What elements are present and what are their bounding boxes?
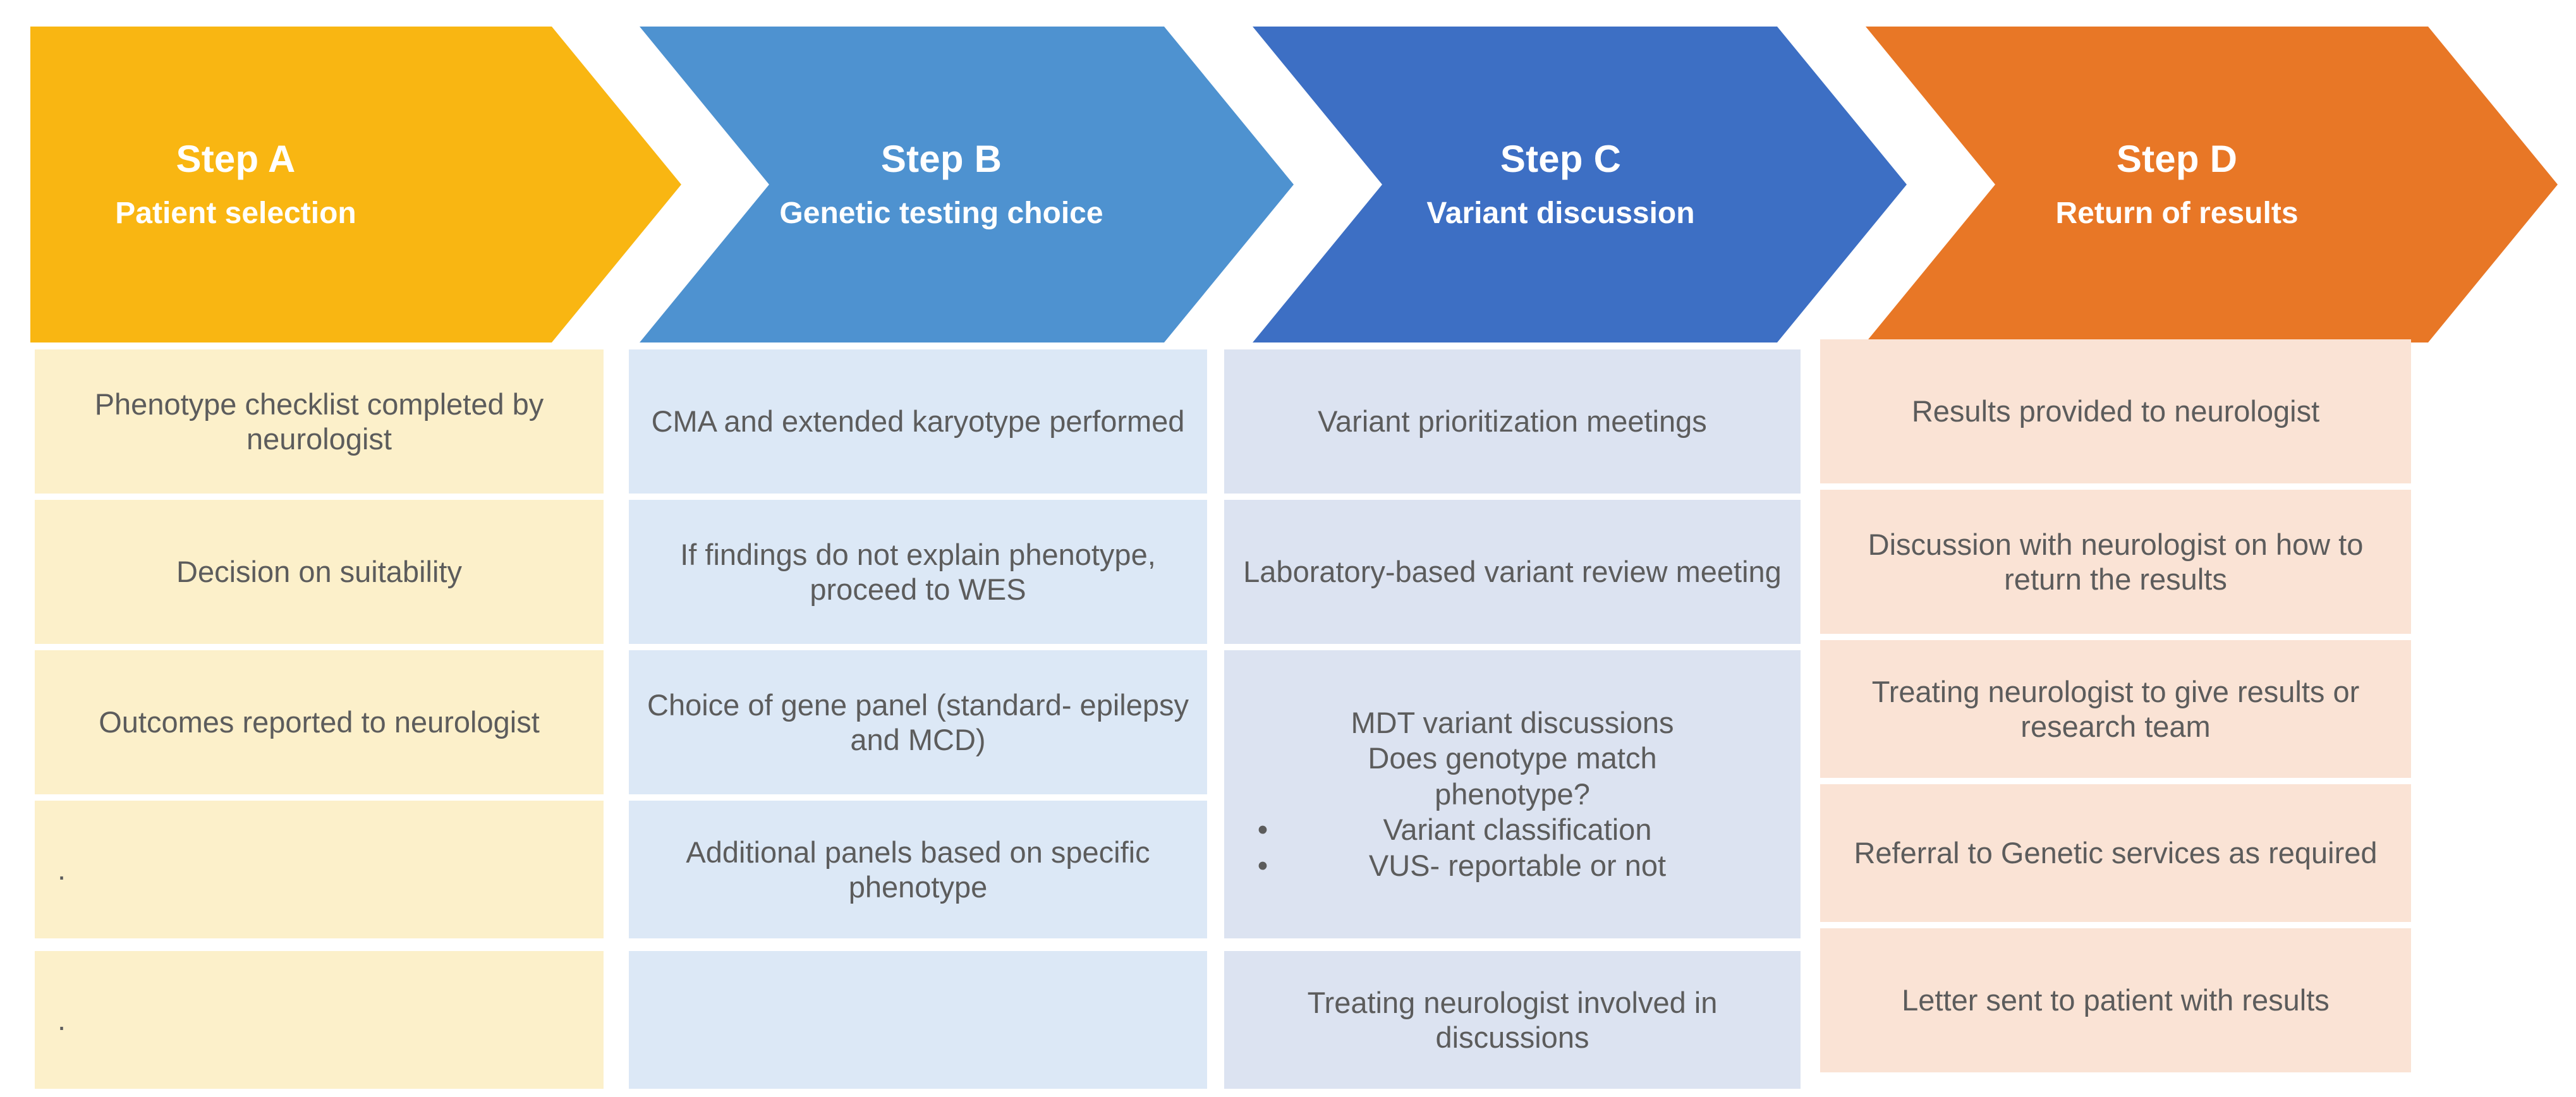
step-chevron-band: Step A Patient selection Step B Genetic … (0, 27, 2576, 342)
bullet-icon: • (1257, 813, 1268, 847)
step-chevron-b[interactable]: Step B Genetic testing choice (640, 27, 1294, 342)
cell-c-5[interactable]: Treating neurologist involved in discuss… (1224, 951, 1801, 1089)
cell-b-2[interactable]: If findings do not explain phenotype, pr… (629, 500, 1207, 644)
step-d-title: Step D (2116, 138, 2238, 181)
cell-b-4[interactable]: Additional panels based on specific phen… (629, 801, 1207, 938)
cell-a-2-text: Decision on suitability (176, 555, 462, 589)
cell-a-4[interactable]: . (35, 801, 604, 938)
cell-a-4-text: . (58, 852, 66, 887)
step-chevron-a[interactable]: Step A Patient selection (30, 27, 681, 342)
cell-d-2[interactable]: Discussion with neurologist on how to re… (1820, 490, 2411, 634)
cell-d-4-text: Referral to Genetic services as required (1854, 836, 2378, 870)
cell-a-5-text: . (58, 1003, 66, 1037)
cell-c-mdt-merged[interactable]: MDT variant discussions Does genotype ma… (1224, 650, 1801, 938)
cell-d-3-text: Treating neurologist to give results or … (1871, 674, 2360, 743)
mdt-lead-line-2: Does genotype match (1368, 741, 1657, 775)
cell-b-5[interactable] (629, 951, 1207, 1089)
cell-d-5[interactable]: Letter sent to patient with results (1820, 928, 2411, 1072)
cell-a-1-text: Phenotype checklist completed by neurolo… (94, 387, 544, 456)
step-c-title: Step C (1500, 138, 1622, 181)
cell-b-4-text: Additional panels based on specific phen… (686, 835, 1150, 904)
cell-b-2-text: If findings do not explain phenotype, pr… (680, 537, 1156, 606)
step-b-subtitle: Genetic testing choice (779, 197, 1103, 231)
mdt-lead-line-3: phenotype? (1435, 777, 1590, 811)
mdt-bullet-item-2: • VUS- reportable or not (1239, 848, 1785, 883)
cell-b-3-text: Choice of gene panel (standard- epilepsy… (647, 688, 1189, 756)
cell-d-3[interactable]: Treating neurologist to give results or … (1820, 640, 2411, 778)
step-chevron-d[interactable]: Step D Return of results (1866, 27, 2558, 342)
cell-a-5[interactable]: . (35, 951, 604, 1089)
step-d-subtitle: Return of results (2055, 197, 2299, 231)
cell-c-1[interactable]: Variant prioritization meetings (1224, 349, 1801, 494)
mdt-bullet-list: • Variant classification • VUS- reportab… (1239, 812, 1785, 883)
cell-c-1-text: Variant prioritization meetings (1318, 404, 1707, 439)
cell-c-5-text: Treating neurologist involved in discuss… (1307, 985, 1718, 1054)
cell-a-1[interactable]: Phenotype checklist completed by neurolo… (35, 349, 604, 494)
step-a-title: Step A (176, 138, 296, 181)
mdt-bullet-item-1: • Variant classification (1239, 812, 1785, 847)
bullet-icon: • (1257, 848, 1268, 882)
cell-a-3[interactable]: Outcomes reported to neurologist (35, 650, 604, 794)
step-a-subtitle: Patient selection (115, 197, 356, 231)
cell-b-1[interactable]: CMA and extended karyotype performed (629, 349, 1207, 494)
cell-b-3[interactable]: Choice of gene panel (standard- epilepsy… (629, 650, 1207, 794)
cell-d-2-text: Discussion with neurologist on how to re… (1868, 527, 2364, 596)
cell-d-4[interactable]: Referral to Genetic services as required (1820, 784, 2411, 922)
cell-d-5-text: Letter sent to patient with results (1902, 983, 2330, 1017)
cell-d-1-text: Results provided to neurologist (1911, 394, 2320, 428)
mdt-bullet-1-text: Variant classification (1383, 813, 1652, 847)
mdt-lead-line-1: MDT variant discussions (1351, 706, 1674, 740)
mdt-bullet-2-text: VUS- reportable or not (1368, 848, 1667, 882)
cell-b-1-text: CMA and extended karyotype performed (651, 404, 1185, 439)
step-c-subtitle: Variant discussion (1426, 197, 1695, 231)
step-chevron-c[interactable]: Step C Variant discussion (1253, 27, 1907, 342)
cell-c-2[interactable]: Laboratory-based variant review meeting (1224, 500, 1801, 644)
cell-a-2[interactable]: Decision on suitability (35, 500, 604, 644)
step-b-title: Step B (880, 138, 1002, 181)
cell-a-3-text: Outcomes reported to neurologist (99, 705, 540, 739)
cell-c-2-text: Laboratory-based variant review meeting (1243, 555, 1782, 589)
cell-d-1[interactable]: Results provided to neurologist (1820, 339, 2411, 483)
